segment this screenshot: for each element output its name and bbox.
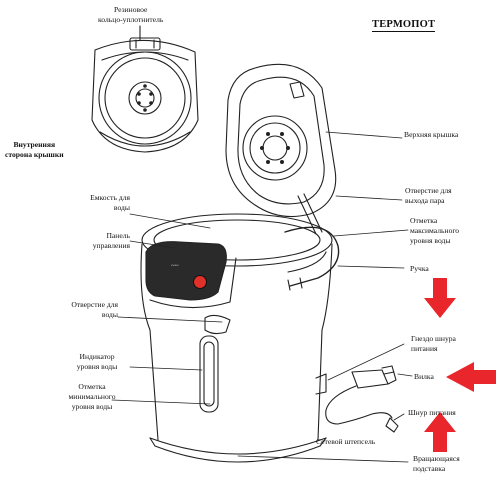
label-rubber-seal: Резиновое кольцо-уплотнитель <box>98 5 164 24</box>
label-min-level: Отметка минимального уровня воды <box>68 382 116 411</box>
inner-lid-drawing <box>91 37 199 153</box>
up-arrow-icon <box>424 412 456 452</box>
top-lid-drawing <box>225 63 337 235</box>
label-plug: Вилка <box>414 372 434 381</box>
svg-text:~~: ~~ <box>171 262 179 270</box>
down-arrow-icon <box>424 278 456 318</box>
label-power-cord: Шнур питания <box>408 408 456 417</box>
label-water-tank: Емкость для воды <box>90 193 130 212</box>
label-level-indicator: Индикатор уровня воды <box>76 352 118 371</box>
label-inner-lid: Внутренняя сторона крышки <box>5 140 64 159</box>
label-handle: Ручка <box>410 264 429 273</box>
label-steam-hole: Отверстие для выхода пара <box>405 186 452 205</box>
label-mains-plug: Сетевой штепсель <box>316 437 376 446</box>
diagram-title: ТЕРМОПОТ <box>372 19 436 32</box>
power-cord-drawing <box>325 365 399 433</box>
left-arrow-icon <box>446 362 496 392</box>
label-water-outlet: Отверстие для воды <box>71 300 118 319</box>
label-rotating-base: Вращающаяся подставка <box>413 454 460 473</box>
label-max-level: Отметка максимального уровня воды <box>410 216 460 245</box>
label-cord-socket: Гнездо шнура питания <box>411 334 456 353</box>
label-control-panel: Панель управления <box>92 231 130 250</box>
label-top-lid: Верхняя крышка <box>404 130 459 139</box>
thermopot-body-drawing <box>140 213 340 463</box>
